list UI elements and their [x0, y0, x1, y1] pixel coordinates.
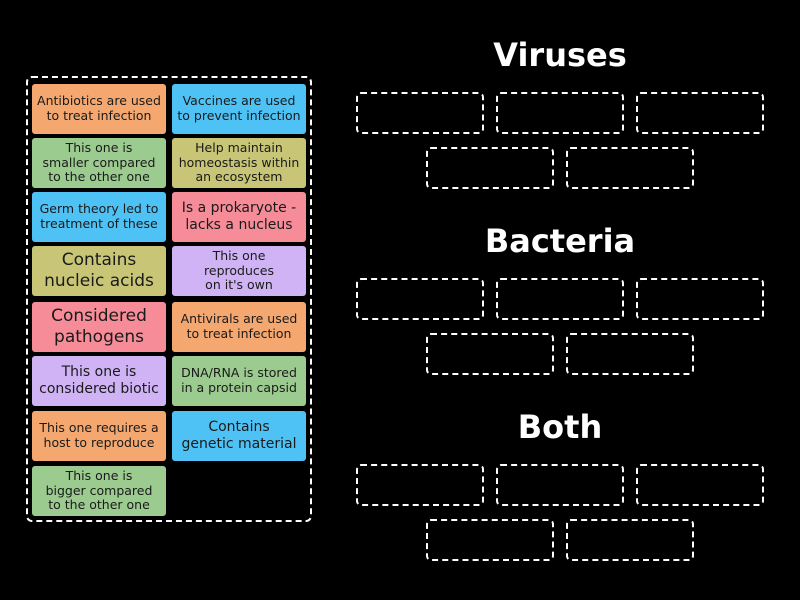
card-genetic-material[interactable]: Contains genetic material: [172, 411, 306, 461]
drop-slot-viruses-3[interactable]: [636, 92, 764, 134]
card-nucleic-acids[interactable]: Contains nucleic acids: [32, 246, 166, 296]
drop-slot-both-3[interactable]: [636, 464, 764, 506]
card-antivirals[interactable]: Antivirals are used to treat infection: [172, 302, 306, 352]
heading-bacteria: Bacteria: [484, 222, 636, 260]
drop-slot-bacteria-2[interactable]: [496, 278, 624, 320]
drop-slot-viruses-5[interactable]: [566, 147, 694, 189]
drop-slot-both-1[interactable]: [356, 464, 484, 506]
card-vaccines[interactable]: Vaccines are used to prevent infection: [172, 84, 306, 134]
card-bigger[interactable]: This one is bigger compared to the other…: [32, 466, 166, 516]
card-pathogens[interactable]: Considered pathogens: [32, 302, 166, 352]
heading-viruses: Viruses: [493, 36, 627, 74]
card-prokaryote[interactable]: Is a prokaryote - lacks a nucleus: [172, 192, 306, 242]
card-antibiotics[interactable]: Antibiotics are used to treat infection: [32, 84, 166, 134]
card-smaller[interactable]: This one is smaller compared to the othe…: [32, 138, 166, 188]
card-pool: [26, 76, 312, 522]
drop-slot-both-2[interactable]: [496, 464, 624, 506]
drop-slot-bacteria-3[interactable]: [636, 278, 764, 320]
drop-slot-bacteria-4[interactable]: [426, 333, 554, 375]
card-biotic[interactable]: This one is considered biotic: [32, 356, 166, 406]
drop-slot-viruses-1[interactable]: [356, 92, 484, 134]
heading-both: Both: [517, 408, 603, 446]
card-homeostasis[interactable]: Help maintain homeostasis within an ecos…: [172, 138, 306, 188]
drop-slot-bacteria-1[interactable]: [356, 278, 484, 320]
drop-slot-bacteria-5[interactable]: [566, 333, 694, 375]
card-germ-theory[interactable]: Germ theory led to treatment of these: [32, 192, 166, 242]
drop-slot-viruses-4[interactable]: [426, 147, 554, 189]
drop-slot-both-5[interactable]: [566, 519, 694, 561]
drop-slot-both-4[interactable]: [426, 519, 554, 561]
card-requires-host[interactable]: This one requires a host to reproduce: [32, 411, 166, 461]
drop-slot-viruses-2[interactable]: [496, 92, 624, 134]
card-reproduces-own[interactable]: This one reproduces on it's own: [172, 246, 306, 296]
card-capsid[interactable]: DNA/RNA is stored in a protein capsid: [172, 356, 306, 406]
